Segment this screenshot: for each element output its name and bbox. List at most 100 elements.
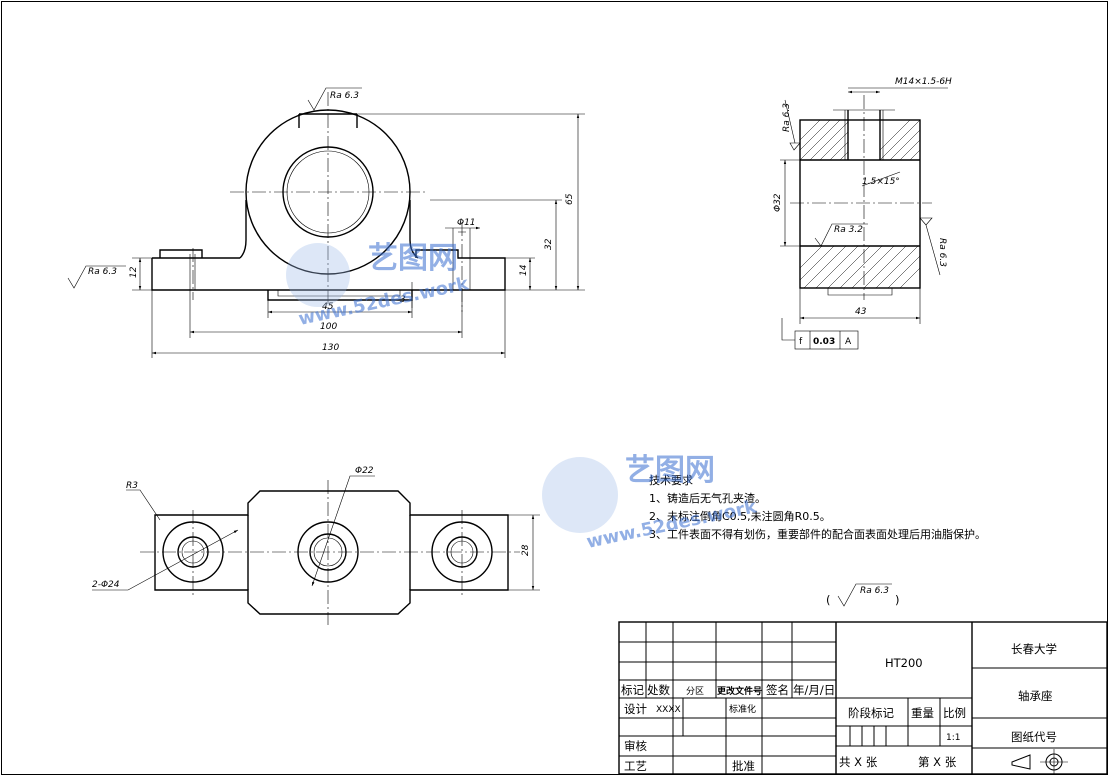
dim-12-text: 12 bbox=[129, 266, 139, 278]
tb-school: 长春大学 bbox=[1011, 642, 1057, 656]
d32-ext bbox=[780, 159, 800, 247]
tolerance-frame-dividers bbox=[809, 331, 841, 349]
dim-45-text: 45 bbox=[322, 302, 334, 312]
tb-sheet-no: 第 X 张 bbox=[918, 755, 957, 769]
svg-text:(: ( bbox=[826, 593, 831, 607]
tb-right-rows bbox=[836, 667, 1107, 749]
tb-scale-value: 1:1 bbox=[946, 733, 960, 743]
thread-hole bbox=[847, 110, 881, 160]
tb-standardize: 标准化 bbox=[729, 703, 756, 715]
technical-notes: 技术要求 1、铸造后无气孔夹渣。 2、未标注倒角C0.5,未注圆角R0.5。 3… bbox=[649, 474, 986, 541]
svg-text:): ) bbox=[895, 593, 900, 607]
left-lug bbox=[159, 249, 203, 258]
dim-32-text: 32 bbox=[544, 238, 554, 250]
hatch-bottom bbox=[800, 246, 920, 288]
tb-change-doc: 更改文件号 bbox=[717, 685, 762, 697]
note-3: 3、工件表面不得有划伤，重要部件的配合面表面处理后用油脂保护。 bbox=[649, 527, 986, 541]
tb-zone: 分区 bbox=[686, 686, 704, 697]
extension-lines bbox=[132, 113, 585, 291]
tol-symbol: f bbox=[799, 337, 803, 347]
base-outline bbox=[151, 249, 506, 291]
bottom-recess bbox=[827, 288, 893, 296]
ra-side-top-symbol bbox=[784, 99, 801, 151]
note-1: 1、铸造后无气孔夹渣。 bbox=[649, 491, 766, 505]
body-left-fillet bbox=[239, 200, 247, 259]
tb-design: 设计 bbox=[624, 702, 647, 716]
body-right-fillet bbox=[409, 200, 419, 259]
holes-text: 2-Φ24 bbox=[92, 580, 120, 590]
ra-inner-text: Ra 3.2 bbox=[834, 225, 863, 235]
hatch-top bbox=[800, 120, 920, 160]
tb-part-name: 轴承座 bbox=[1018, 689, 1053, 703]
tb-scale-label: 比例 bbox=[943, 706, 966, 720]
ra-top-text: Ra 6.3 bbox=[330, 91, 359, 101]
holes-leader bbox=[92, 529, 239, 591]
bore-edges bbox=[800, 159, 920, 247]
tb-drawing-no: 图纸代号 bbox=[1011, 730, 1057, 744]
general-ra-text: Ra 6.3 bbox=[860, 586, 889, 596]
front-view: 65 32 14 12 3 Φ11 45 100 130 Ra 6.3 Ra 6… bbox=[67, 87, 585, 358]
ra-side-right-text: Ra 6.3 bbox=[937, 238, 947, 267]
watermark-globe-icon bbox=[286, 243, 350, 307]
dim-28-text: 28 bbox=[521, 544, 531, 556]
d22-text: Φ22 bbox=[355, 466, 374, 476]
watermark-globe-icon-mid bbox=[542, 457, 618, 533]
ra-inner-symbol bbox=[814, 223, 868, 247]
top-body-edges bbox=[247, 515, 411, 590]
tb-stage-cols bbox=[849, 698, 941, 746]
title-block: 标记 处数 分区 更改文件号 签名 年/月/日 设计 XXXX 标准化 审核 工… bbox=[618, 621, 1108, 775]
general-ra-symbol bbox=[837, 583, 892, 607]
dim-100-text: 100 bbox=[320, 322, 337, 332]
groove-inner bbox=[277, 290, 401, 297]
thread-lines bbox=[833, 109, 895, 160]
dim-65-text: 65 bbox=[565, 193, 575, 205]
ra-side-top-text: Ra 6.3 bbox=[782, 103, 792, 132]
ra-left-text: Ra 6.3 bbox=[88, 267, 117, 277]
watermark-brand-mid: 艺图网 bbox=[625, 453, 715, 488]
tb-sheets-total: 共 X 张 bbox=[839, 755, 878, 769]
tol-value: 0.03 bbox=[813, 337, 835, 347]
left-hole-hidden bbox=[189, 254, 196, 290]
side-view: M14×1.5-6H 1.5×15° Φ32 43 f 0.03 A Ra 6.… bbox=[773, 77, 952, 350]
tol-leader bbox=[781, 318, 795, 341]
r3-text: R3 bbox=[126, 481, 138, 491]
tol-datum: A bbox=[845, 337, 852, 347]
chamfer-text: 1.5×15° bbox=[862, 177, 900, 187]
tb-left-rows bbox=[619, 641, 836, 757]
dim43-ext bbox=[799, 288, 921, 324]
ra-left-symbol bbox=[67, 265, 126, 289]
watermark-top: 艺图网 www.52des.work bbox=[286, 241, 471, 330]
ra-top-symbol bbox=[307, 87, 362, 111]
projection-symbol-icon bbox=[1011, 749, 1068, 775]
tb-weight: 重量 bbox=[911, 706, 934, 720]
tb-date: 年/月/日 bbox=[793, 683, 835, 697]
note-2: 2、未标注倒角C0.5,未注圆角R0.5。 bbox=[649, 509, 831, 523]
general-roughness: ( Ra 6.3 ) bbox=[826, 583, 900, 607]
dim-14-text: 14 bbox=[519, 264, 529, 276]
watermark-brand-top: 艺图网 bbox=[368, 241, 458, 276]
tb-approve: 批准 bbox=[732, 759, 755, 773]
bottom-extensions bbox=[151, 290, 506, 358]
tb-designer: XXXX bbox=[656, 705, 681, 715]
top-view: R3 Φ22 2-Φ24 28 bbox=[92, 466, 540, 625]
dim-d11-text: Φ11 bbox=[457, 218, 476, 228]
d22-leader bbox=[311, 475, 375, 587]
dim-3-text: 3 bbox=[400, 295, 406, 305]
chamfer-leader bbox=[861, 171, 901, 187]
tb-left-cols bbox=[645, 622, 793, 774]
tb-process: 工艺 bbox=[624, 759, 647, 773]
dim-d32-text: Φ32 bbox=[773, 193, 783, 212]
dim-43-text: 43 bbox=[855, 307, 867, 317]
r3-leader bbox=[126, 489, 161, 521]
tb-count: 处数 bbox=[647, 683, 670, 697]
ra-side-right-symbol bbox=[919, 217, 941, 276]
section-outline bbox=[799, 119, 921, 289]
tb-material: HT200 bbox=[885, 656, 923, 670]
tb-stage-mark: 阶段标记 bbox=[848, 706, 894, 720]
thread-text: M14×1.5-6H bbox=[895, 77, 952, 87]
notes-title: 技术要求 bbox=[649, 474, 693, 487]
tb-mark: 标记 bbox=[621, 683, 644, 697]
